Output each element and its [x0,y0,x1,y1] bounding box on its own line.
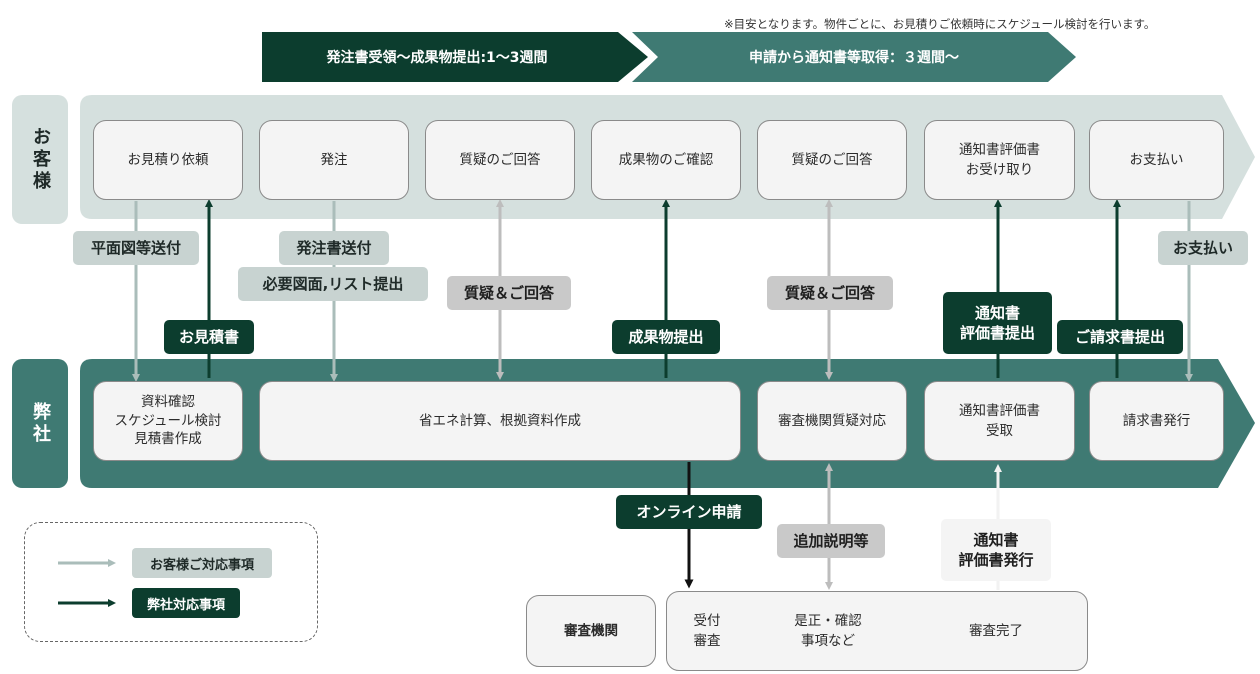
label-floor-plan: 平面図等送付 [73,231,199,265]
customer-step-deliverable-check: 成果物のご確認 [591,120,741,200]
customer-step-notice-receipt: 通知書評価書 お受け取り [924,120,1075,200]
label-invoice-submit: ご請求書提出 [1057,320,1183,354]
customer-step-payment: お支払い [1089,120,1224,200]
legend-box [24,522,318,642]
review-complete: 審査完了 [969,622,1023,639]
label-notice-issue: 通知書 評価書発行 [941,519,1051,581]
company-step-notice-receive: 通知書評価書 受取 [924,381,1075,461]
company-step-energy-calc: 省エネ計算、根拠資料作成 [259,381,741,461]
label-drawings: 必要図面,リスト提出 [238,267,428,301]
customer-step-order: 発注 [259,120,409,200]
label-notice-submit: 通知書 評価書提出 [943,292,1052,354]
label-qa-1: 質疑＆ご回答 [447,276,571,310]
lane-customer: お客様 [12,95,68,224]
lane-company: 弊社 [12,359,68,488]
customer-step-qa-answer-1: 質疑のご回答 [425,120,575,200]
company-step-agency-qa: 審査機関質疑対応 [757,381,907,461]
company-step-review-estimate: 資料確認 スケジュール検討 見積書作成 [93,381,243,461]
label-payment: お支払い [1158,231,1248,265]
review-process-panel [666,591,1088,671]
legend-customer-label: お客様ご対応事項 [132,548,272,578]
customer-step-qa-answer-2: 質疑のご回答 [757,120,907,200]
customer-step-estimate-request: お見積り依頼 [93,120,243,200]
phase-label-2: 申請から通知書等取得：３週間〜 [749,50,959,66]
schedule-note: ※目安となります。物件ごとに、お見積りご依頼時にスケジュール検討を行います。 [724,17,1156,31]
review-intake: 受付 審査 [693,612,721,649]
label-estimate: お見積書 [164,320,254,354]
label-deliverable: 成果物提出 [612,320,720,354]
label-extra-explanation: 追加説明等 [777,524,885,558]
phase-arrow-1-shape [262,32,648,82]
phase-label-1: 発注書受領〜成果物提出:1〜3週間 [326,50,548,66]
label-online-application: オンライン申請 [616,495,762,529]
legend-company-label: 弊社対応事項 [132,588,240,618]
review-agency-label: 審査機関 [526,595,656,667]
label-order-sent: 発注書送付 [279,231,389,265]
company-step-invoice: 請求書発行 [1089,381,1224,461]
review-correction: 是正・確認 事項など [794,612,862,649]
phase-arrow-2-shape [632,32,1076,82]
label-qa-2: 質疑＆ご回答 [767,276,893,310]
